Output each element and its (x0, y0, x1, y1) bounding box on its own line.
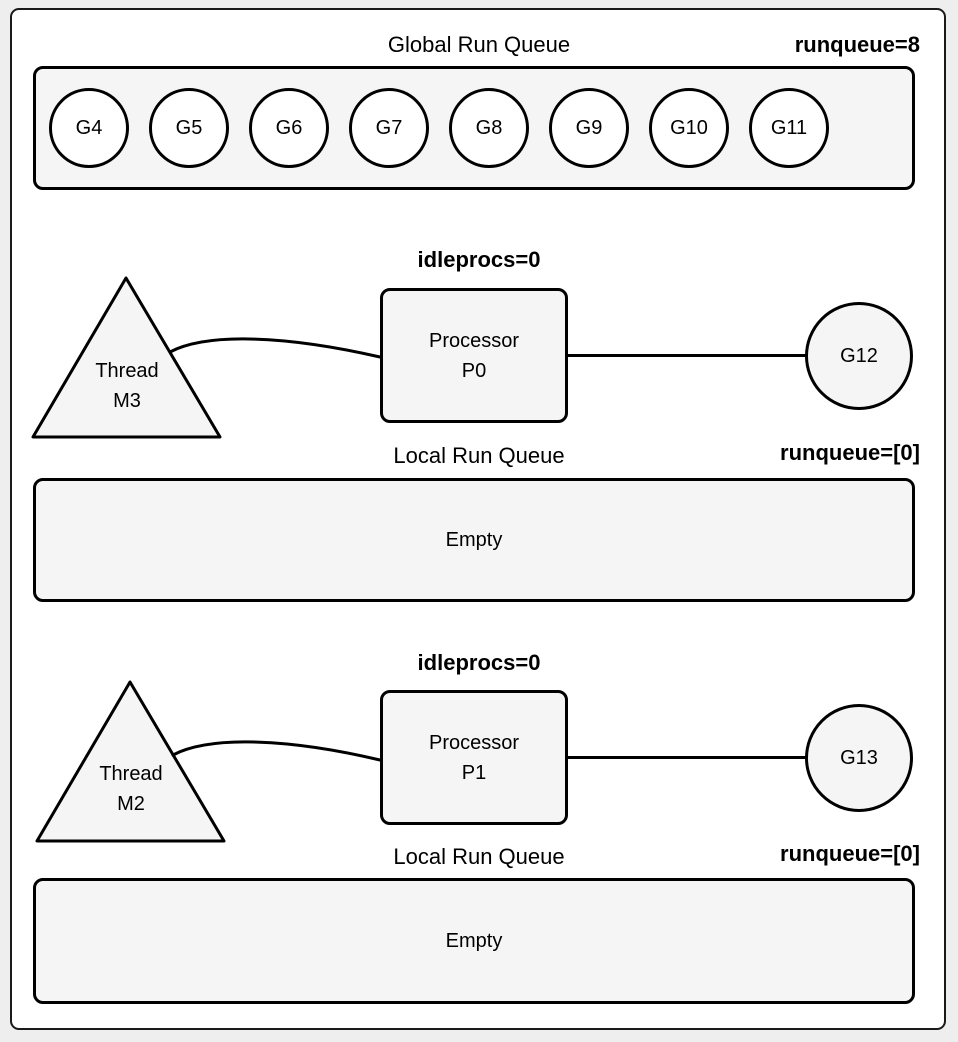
goroutine-label: G9 (575, 116, 603, 139)
goroutine-label: G11 (770, 116, 808, 139)
goroutine-node: G10 (649, 88, 729, 168)
goroutine-label: G8 (475, 116, 503, 139)
running-goroutine-label: G12 (840, 344, 878, 367)
empty-label: Empty (445, 929, 503, 952)
processor-node: Processor P0 (380, 288, 568, 423)
global-run-queue-title: Global Run Queue (387, 32, 571, 57)
goroutine-node: G5 (149, 88, 229, 168)
local-run-queue-box: Empty (33, 478, 915, 602)
processor-node: Processor P1 (380, 690, 568, 825)
goroutine-label: G7 (375, 116, 403, 139)
processor-to-goroutine-connector (566, 756, 806, 759)
goroutine-node: G9 (549, 88, 629, 168)
thread-label-line1: Thread (95, 360, 159, 382)
thread-label-line2: M3 (113, 390, 141, 412)
running-goroutine-node: G13 (805, 704, 913, 812)
thread-triangle (35, 680, 226, 843)
running-goroutine-node: G12 (805, 302, 913, 410)
thread-triangle (31, 276, 222, 439)
local-run-queue-box: Empty (33, 878, 915, 1004)
local-run-queue-title: Local Run Queue (393, 844, 565, 869)
processor-label-line1: Processor (428, 731, 520, 754)
global-run-queue-box: G4 G5 G6 G7 G8 G9 G10 G11 (33, 66, 915, 190)
idleprocs-label: idleprocs=0 (417, 650, 541, 675)
local-run-queue-title: Local Run Queue (393, 443, 565, 468)
thread-to-processor-connector (171, 740, 382, 762)
goroutine-node: G6 (249, 88, 329, 168)
thread-label: Thread M3 (52, 356, 202, 416)
running-goroutine-label: G13 (840, 746, 878, 769)
goroutine-label: G6 (275, 116, 303, 139)
goroutine-node: G4 (49, 88, 129, 168)
goroutine-node: G11 (749, 88, 829, 168)
thread-label: Thread M2 (56, 759, 206, 819)
goroutine-label: G4 (75, 116, 103, 139)
local-runqueue-count-label: runqueue=[0] (780, 440, 920, 465)
thread-label-line1: Thread (99, 763, 163, 785)
empty-label: Empty (445, 528, 503, 551)
goroutine-node: G7 (349, 88, 429, 168)
goroutine-label: G5 (175, 116, 203, 139)
goroutine-label: G10 (670, 116, 708, 139)
processor-label-line2: P1 (461, 761, 487, 784)
processor-to-goroutine-connector (566, 354, 806, 357)
goroutine-node: G8 (449, 88, 529, 168)
idleprocs-label: idleprocs=0 (417, 247, 541, 272)
processor-label-line1: Processor (428, 329, 520, 352)
local-runqueue-count-label: runqueue=[0] (780, 841, 920, 866)
global-runqueue-count-label: runqueue=8 (794, 32, 920, 57)
thread-to-processor-connector (168, 337, 382, 359)
processor-label-line2: P0 (461, 359, 487, 382)
thread-label-line2: M2 (117, 793, 145, 815)
